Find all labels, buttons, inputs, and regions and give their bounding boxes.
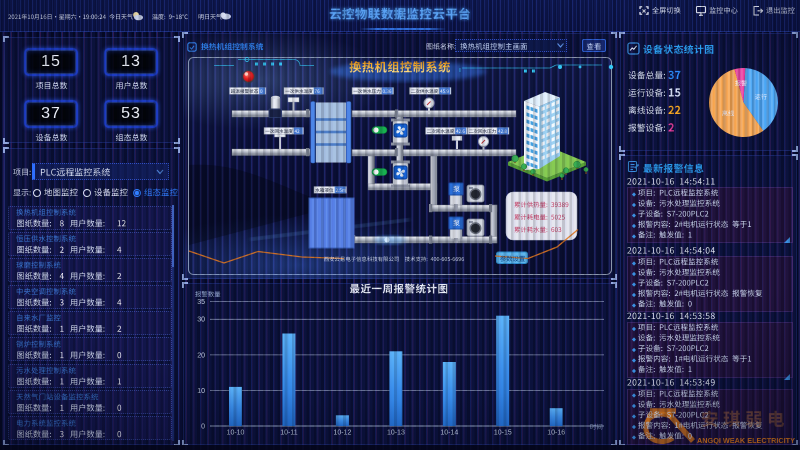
svg-text:10-12: 10-12 bbox=[333, 430, 351, 437]
svg-text:10: 10 bbox=[197, 388, 205, 395]
svg-text:ANGQI WEAK ELECTRICITY: ANGQI WEAK ELECTRICITY bbox=[697, 436, 795, 445]
svg-text:35: 35 bbox=[197, 299, 205, 306]
svg-text:10-14: 10-14 bbox=[440, 430, 458, 437]
svg-text:10-15: 10-15 bbox=[494, 430, 512, 437]
svg-text:10-13: 10-13 bbox=[387, 430, 405, 437]
svg-text:10-16: 10-16 bbox=[547, 430, 565, 437]
svg-text:30: 30 bbox=[197, 317, 205, 324]
svg-text:10-11: 10-11 bbox=[280, 430, 297, 437]
svg-text:10-10: 10-10 bbox=[227, 430, 245, 437]
svg-text:0: 0 bbox=[201, 423, 205, 430]
svg-text:20: 20 bbox=[197, 352, 205, 359]
